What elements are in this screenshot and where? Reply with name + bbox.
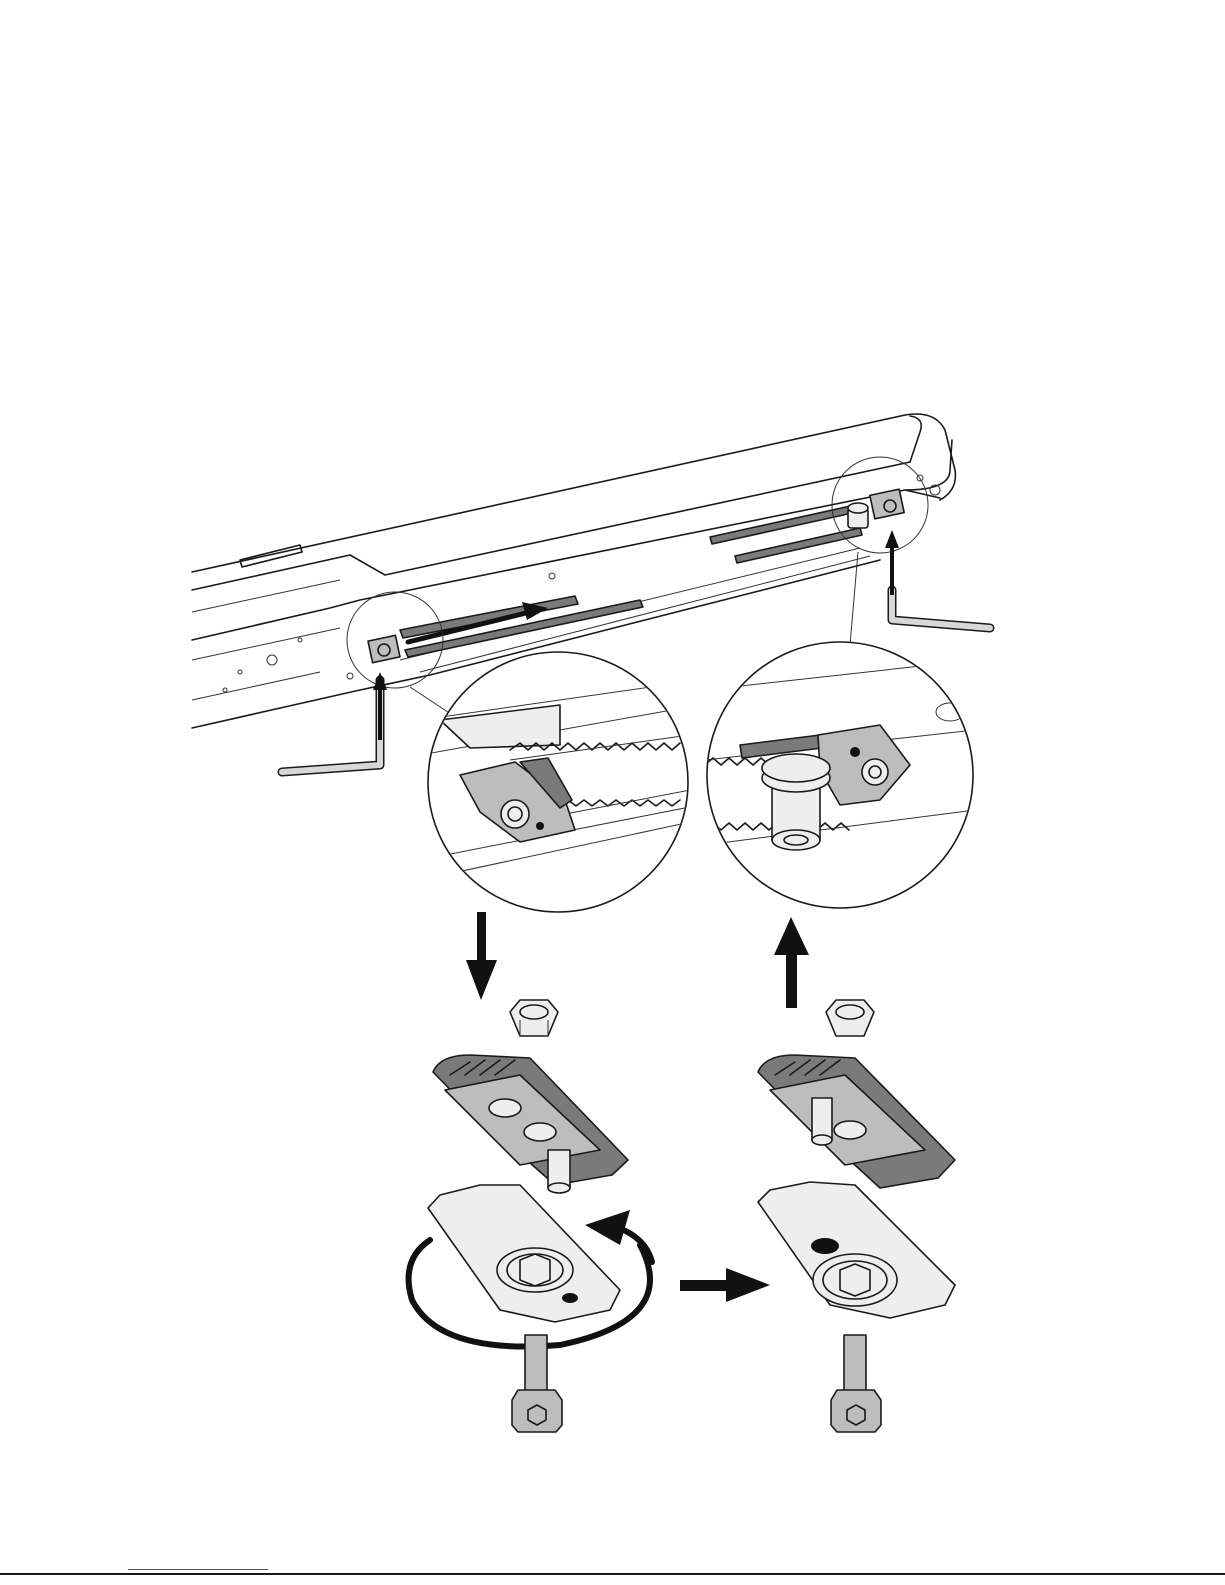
belt-clamp-top — [433, 1055, 628, 1193]
detail-magnifier-right — [705, 642, 975, 908]
hex-nut-right — [826, 1000, 874, 1036]
hex-key-right — [885, 530, 990, 628]
right-arrow — [680, 1268, 770, 1302]
detail-magnifier-left — [420, 652, 700, 912]
socket-head-bolt — [512, 1335, 562, 1432]
footer-rule — [0, 1573, 1225, 1575]
belt-clamp-bottom — [428, 1185, 620, 1322]
belt-clamp-bottom-right — [758, 1182, 955, 1318]
down-arrow — [466, 912, 497, 1000]
belt-clamp-top-right — [758, 1055, 955, 1188]
hex-nut — [510, 1000, 558, 1036]
footer-link-underline — [128, 1569, 268, 1570]
up-arrow — [774, 917, 809, 1008]
socket-head-bolt-right — [831, 1335, 881, 1432]
